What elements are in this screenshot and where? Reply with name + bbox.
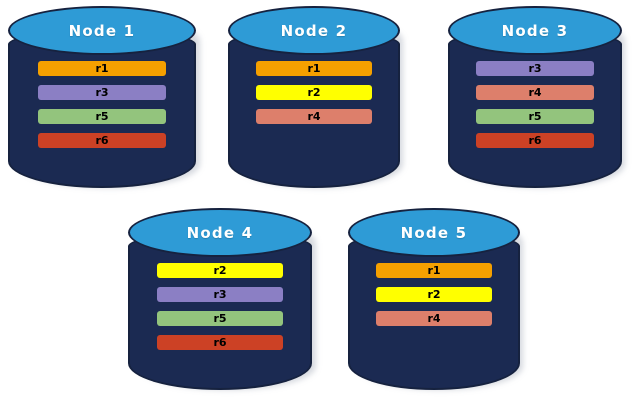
node-title: Node 2 bbox=[280, 21, 348, 40]
shard-label: r3 bbox=[213, 287, 227, 301]
shard-bar[interactable]: r5 bbox=[475, 108, 595, 124]
shard-bar[interactable]: r4 bbox=[255, 108, 373, 124]
shard-label: r6 bbox=[213, 335, 227, 349]
shard-bar[interactable]: r5 bbox=[157, 310, 283, 326]
shard-bar[interactable]: r1 bbox=[38, 60, 166, 76]
shard-label: r5 bbox=[95, 109, 109, 123]
shard-label: r2 bbox=[427, 287, 441, 301]
cylinder-top: Node 4 bbox=[128, 208, 312, 258]
shard-label: r4 bbox=[307, 109, 321, 123]
node-title: Node 1 bbox=[68, 21, 136, 40]
shard-list: r1 r3 r5 r6 bbox=[38, 60, 166, 148]
cylinder-shape: Node 5 bbox=[348, 208, 524, 390]
node-title: Node 3 bbox=[501, 21, 569, 40]
shard-label: r2 bbox=[307, 85, 321, 99]
shard-bar[interactable]: r2 bbox=[255, 84, 373, 100]
shard-bar[interactable]: r6 bbox=[157, 334, 283, 350]
node-1[interactable]: Node 1 r1 r3 r5 r6 bbox=[8, 6, 200, 188]
shard-label: r1 bbox=[307, 61, 321, 75]
shard-label: r3 bbox=[528, 61, 542, 75]
cylinder-shape: Node 2 bbox=[228, 6, 404, 188]
shard-label: r6 bbox=[95, 133, 109, 147]
shard-bar[interactable]: r1 bbox=[255, 60, 373, 76]
node-title: Node 4 bbox=[186, 223, 254, 242]
cylinder-top: Node 2 bbox=[228, 6, 400, 56]
shard-bar[interactable]: r4 bbox=[475, 84, 595, 100]
cylinder-top: Node 3 bbox=[448, 6, 622, 56]
shard-bar[interactable]: r5 bbox=[38, 108, 166, 124]
shard-bar[interactable]: r4 bbox=[375, 310, 493, 326]
shard-list: r1 r2 r4 bbox=[375, 262, 493, 326]
shard-label: r3 bbox=[95, 85, 109, 99]
shard-bar[interactable]: r3 bbox=[475, 60, 595, 76]
shard-bar[interactable]: r6 bbox=[475, 132, 595, 148]
shard-label: r5 bbox=[528, 109, 542, 123]
shard-list: r2 r3 r5 r6 bbox=[157, 262, 283, 350]
shard-bar[interactable]: r1 bbox=[375, 262, 493, 278]
shard-label: r1 bbox=[95, 61, 109, 75]
shard-label: r2 bbox=[213, 263, 227, 277]
node-4[interactable]: Node 4 r2 r3 r5 r6 bbox=[128, 208, 316, 390]
shard-list: r3 r4 r5 r6 bbox=[475, 60, 595, 148]
cylinder-top: Node 5 bbox=[348, 208, 520, 258]
shard-list: r1 r2 r4 bbox=[255, 60, 373, 124]
shard-label: r4 bbox=[427, 311, 441, 325]
shard-bar[interactable]: r3 bbox=[157, 286, 283, 302]
node-3[interactable]: Node 3 r3 r4 r5 r6 bbox=[448, 6, 626, 188]
node-5[interactable]: Node 5 r1 r2 r4 bbox=[348, 208, 524, 390]
shard-label: r4 bbox=[528, 85, 542, 99]
shard-bar[interactable]: r3 bbox=[38, 84, 166, 100]
shard-label: r1 bbox=[427, 263, 441, 277]
shard-bar[interactable]: r6 bbox=[38, 132, 166, 148]
shard-bar[interactable]: r2 bbox=[157, 262, 283, 278]
shard-label: r6 bbox=[528, 133, 542, 147]
node-title: Node 5 bbox=[400, 223, 468, 242]
shard-label: r5 bbox=[213, 311, 227, 325]
cylinder-top: Node 1 bbox=[8, 6, 196, 56]
shard-bar[interactable]: r2 bbox=[375, 286, 493, 302]
node-2[interactable]: Node 2 r1 r2 r4 bbox=[228, 6, 404, 188]
